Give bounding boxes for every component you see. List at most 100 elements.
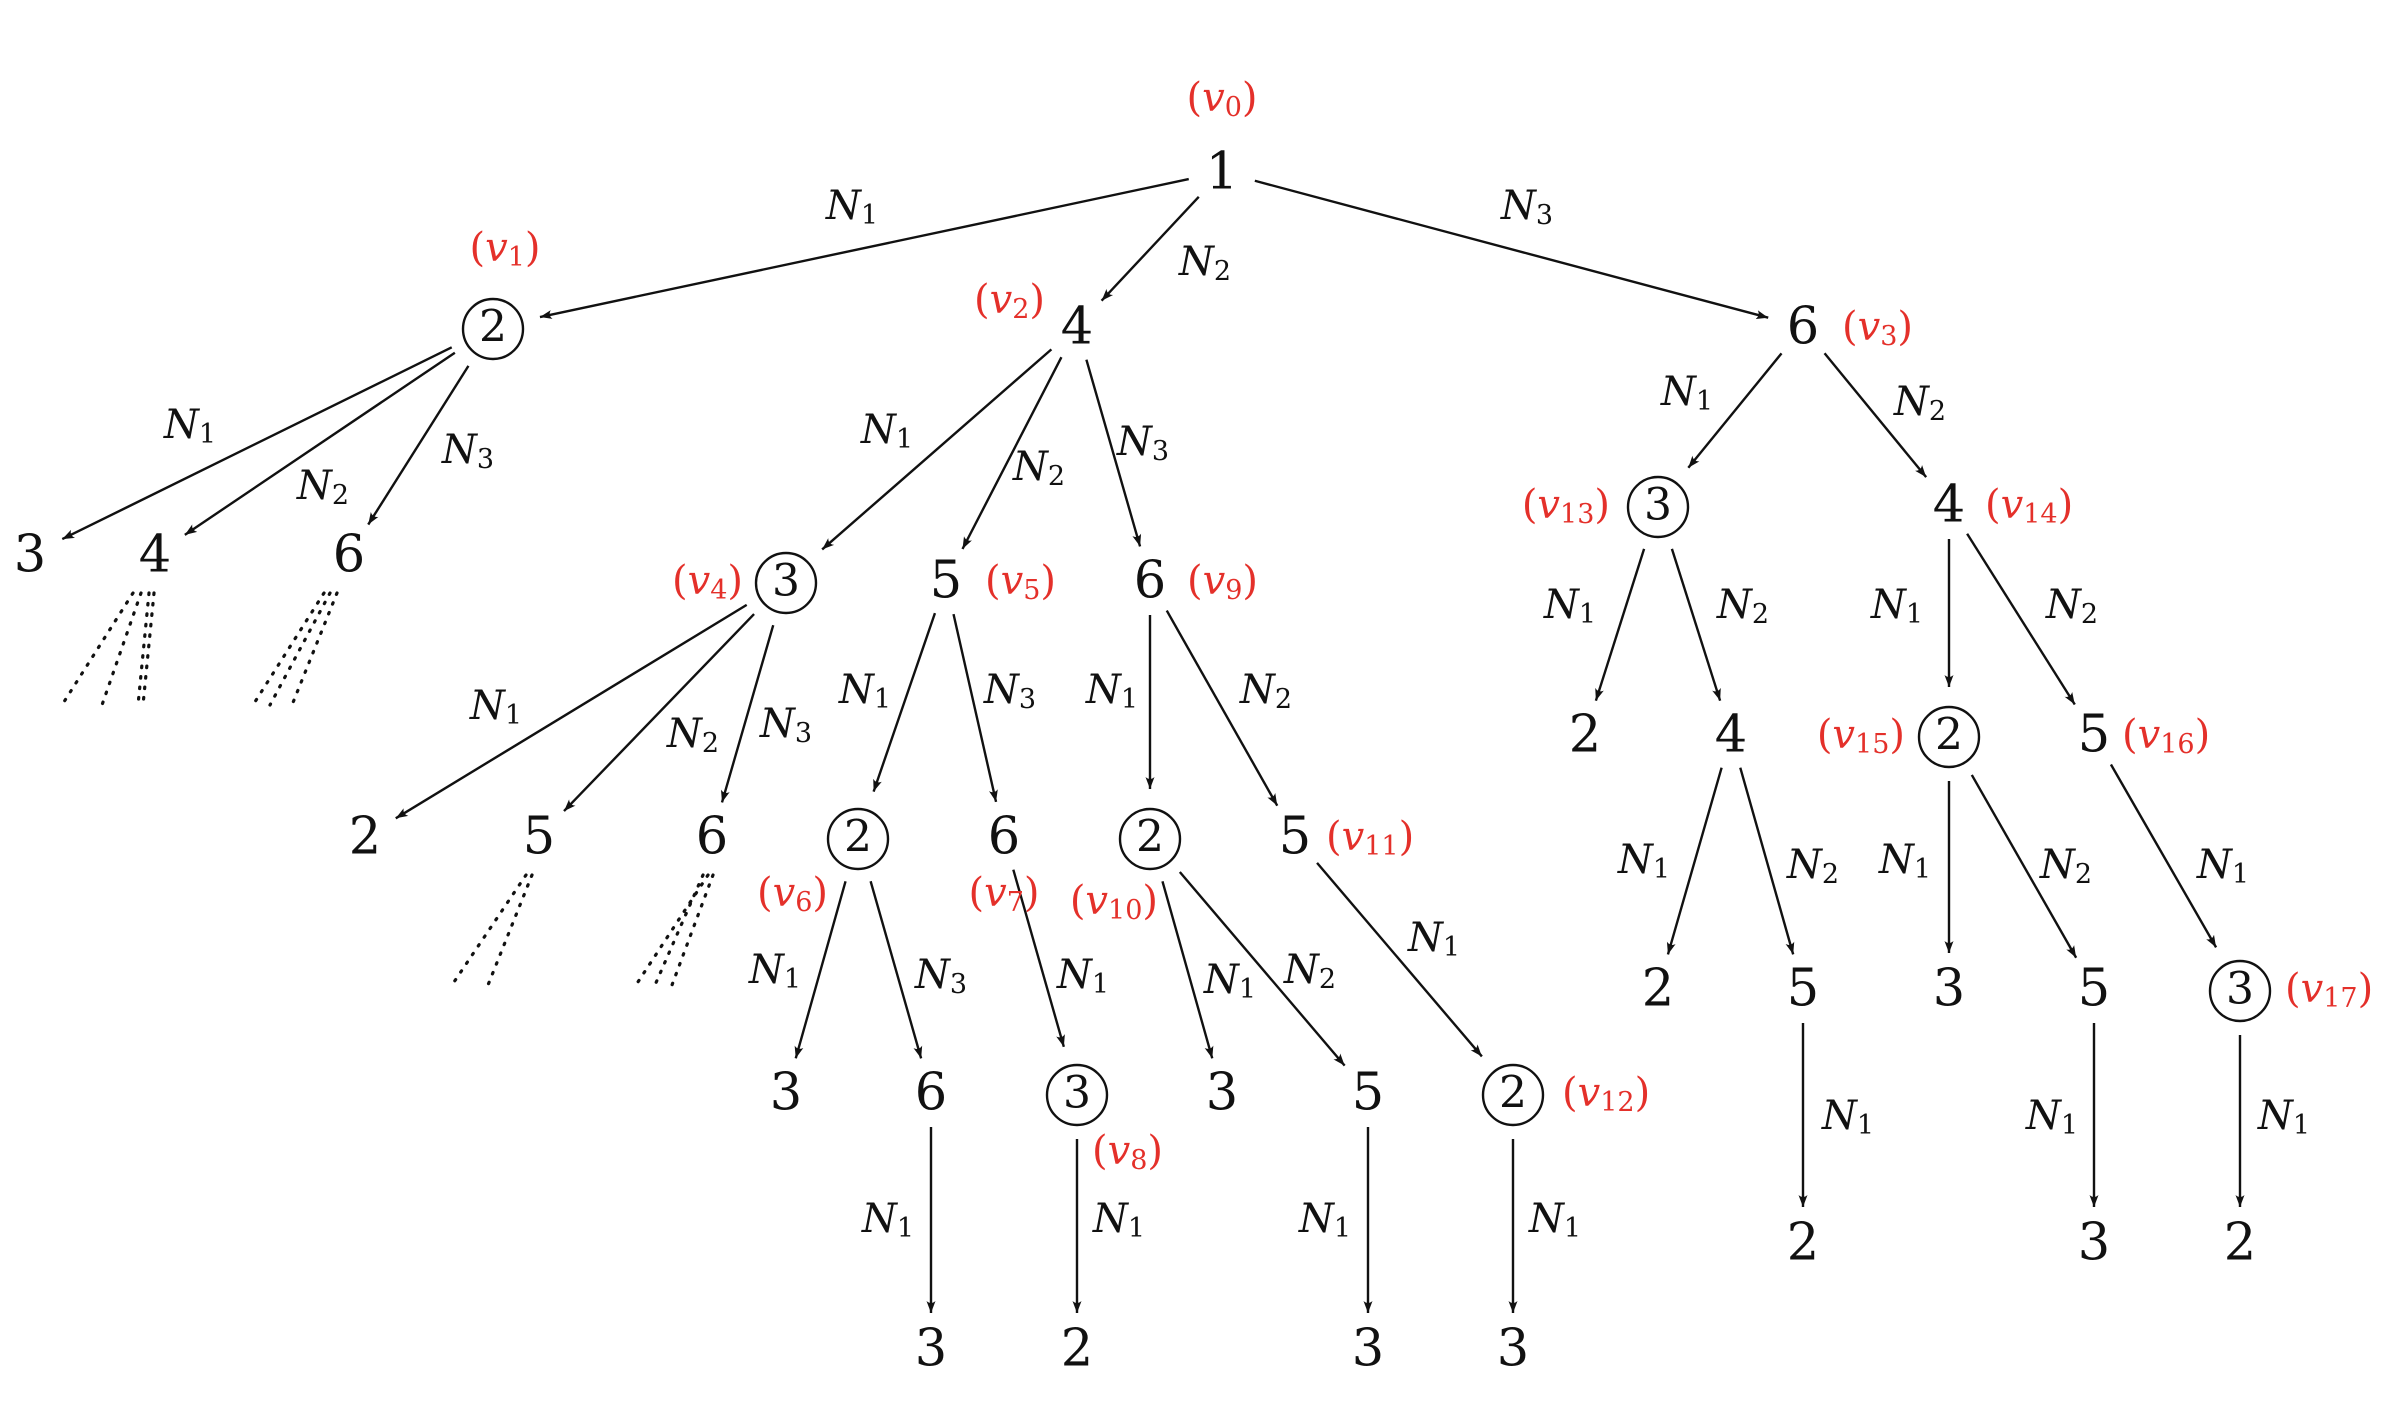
- circled-node: 3 (v4): [672, 551, 818, 615]
- edge-e4-to-f2: [1666, 767, 1723, 955]
- node-circle: [826, 807, 890, 871]
- vertex-label-v4: (v4): [672, 558, 743, 606]
- node-circle: [1045, 1063, 1109, 1127]
- edge-label: N1: [1203, 957, 1256, 1005]
- tree-node: 2: [1642, 960, 1674, 1019]
- node-value: 2: [1136, 812, 1164, 863]
- node-value: 2: [1569, 706, 1601, 765]
- vertex-label-v6: (v6): [757, 870, 828, 918]
- node-value: 3: [1497, 1320, 1529, 1379]
- edge-n_v11-to-n_v12: [1316, 862, 1483, 1058]
- edge-n_v0-to-n_v1: [539, 177, 1189, 319]
- node-circle: [1917, 705, 1981, 769]
- edge-n_v7-to-n_v8: [1012, 869, 1065, 1048]
- edge-n_v4-to-b6: [720, 624, 775, 803]
- node-value: 5: [523, 808, 555, 867]
- edge-label: N1: [1056, 952, 1109, 1000]
- edge-label: N1: [469, 683, 522, 731]
- edge-n_v16-to-n_v17: [2109, 763, 2218, 948]
- edge-n_v10-to-c3b: [1161, 880, 1214, 1059]
- truncated-subtree-dots: [60, 591, 715, 987]
- node-value: 2: [1642, 960, 1674, 1019]
- edge-n_v3-to-n_v13: [1687, 352, 1783, 469]
- node-value: 4: [1715, 706, 1747, 765]
- tree-node: 2: [2224, 1214, 2256, 1273]
- edge-label: N2: [1178, 239, 1231, 287]
- node-value: 2: [1787, 1214, 1819, 1273]
- vertex-label-v9: (v9): [1187, 558, 1258, 606]
- node-value: 6: [1787, 298, 1819, 357]
- node-value: 2: [1935, 710, 1963, 761]
- edge-label: N1: [1617, 837, 1670, 885]
- node-value: 6: [696, 808, 728, 867]
- node-value: 3: [1063, 1068, 1091, 1119]
- node-circle: [1626, 475, 1690, 539]
- tree-node: 5 (v11): [1279, 808, 1414, 867]
- edge-label: N2: [2039, 842, 2092, 890]
- node-value: 3: [772, 556, 800, 607]
- edge-n_v4-to-b5: [563, 613, 755, 812]
- edge-label: N1: [1528, 1196, 1581, 1244]
- tree-node: 6: [696, 808, 728, 867]
- edge-label: N1: [1878, 837, 1931, 885]
- edge-label: N1: [1543, 582, 1596, 630]
- edge-n_v13-to-e2: [1594, 548, 1646, 702]
- node-value: 2: [349, 808, 381, 867]
- edge-label: N2: [1893, 379, 1946, 427]
- node-value: 2: [1499, 1068, 1527, 1119]
- edge-label: N2: [2045, 582, 2098, 630]
- tree-node: 3: [1933, 960, 1965, 1019]
- node-value: 4: [1933, 476, 1965, 535]
- circled-node: 2(v1): [461, 225, 541, 361]
- tree-node: 4(v2): [974, 277, 1093, 357]
- edge-label: N2: [1239, 667, 1292, 715]
- node-value: 5: [2078, 960, 2110, 1019]
- edge-label: N3: [1500, 183, 1553, 231]
- node-value: 2: [2224, 1214, 2256, 1273]
- edge-n_v9-to-n_v11: [1165, 609, 1279, 807]
- node-circle: [754, 551, 818, 615]
- node-value: 5: [1279, 808, 1311, 867]
- node-circle: [2208, 959, 2272, 1023]
- edge-label: N1: [2257, 1093, 2310, 1141]
- tree-node: 5(v5): [930, 552, 1056, 611]
- edge-label: N3: [1116, 419, 1169, 467]
- tree-node: 5: [2078, 960, 2110, 1019]
- vertex-label-v7: (v7): [968, 870, 1039, 918]
- edge-e4-to-f5: [1739, 767, 1795, 955]
- edge-n_v0-to-n_v2: [1100, 196, 1200, 302]
- edge-n_v1-to-a3: [61, 346, 453, 541]
- vertex-label-v8: (v8): [1092, 1128, 1163, 1176]
- node-value: 3: [770, 1064, 802, 1123]
- tree-node: 5: [1787, 960, 1819, 1019]
- node-value: 3: [2078, 1214, 2110, 1273]
- edge-label: N1: [2025, 1093, 2078, 1141]
- node-value: 2: [479, 302, 507, 353]
- tree-node: 5: [1352, 1064, 1384, 1123]
- edge-label: N2: [666, 711, 719, 759]
- node-value: 5: [1352, 1064, 1384, 1123]
- edge-label: N2: [1012, 444, 1065, 492]
- edge-label: N3: [983, 667, 1036, 715]
- edge-label: N1: [2196, 842, 2249, 890]
- edge-n_v13-to-e4: [1670, 548, 1722, 702]
- node-circle: [1481, 1063, 1545, 1127]
- vertex-label-v10: (v10): [1070, 878, 1158, 926]
- edge-n_v1-to-a4: [184, 351, 456, 536]
- edge-label: N1: [1085, 667, 1138, 715]
- circled-node: 2(v15): [1817, 705, 1981, 769]
- circled-node: 2(v12): [1481, 1063, 1650, 1127]
- edge-label: N2: [1716, 582, 1769, 630]
- node-value: 5: [1787, 960, 1819, 1019]
- node-value: 6: [1134, 552, 1166, 611]
- tree-node: 5(v16): [2078, 706, 2210, 765]
- circled-node: 3(v13): [1522, 475, 1690, 539]
- edge-label: N1: [163, 402, 216, 450]
- edge-label: N1: [838, 667, 891, 715]
- tree-node: 6(v3): [1787, 298, 1913, 357]
- vertex-label-v11: (v11): [1326, 814, 1414, 862]
- vertex-label-v0: (v0): [1186, 75, 1257, 123]
- tree-node: 3: [1352, 1320, 1384, 1379]
